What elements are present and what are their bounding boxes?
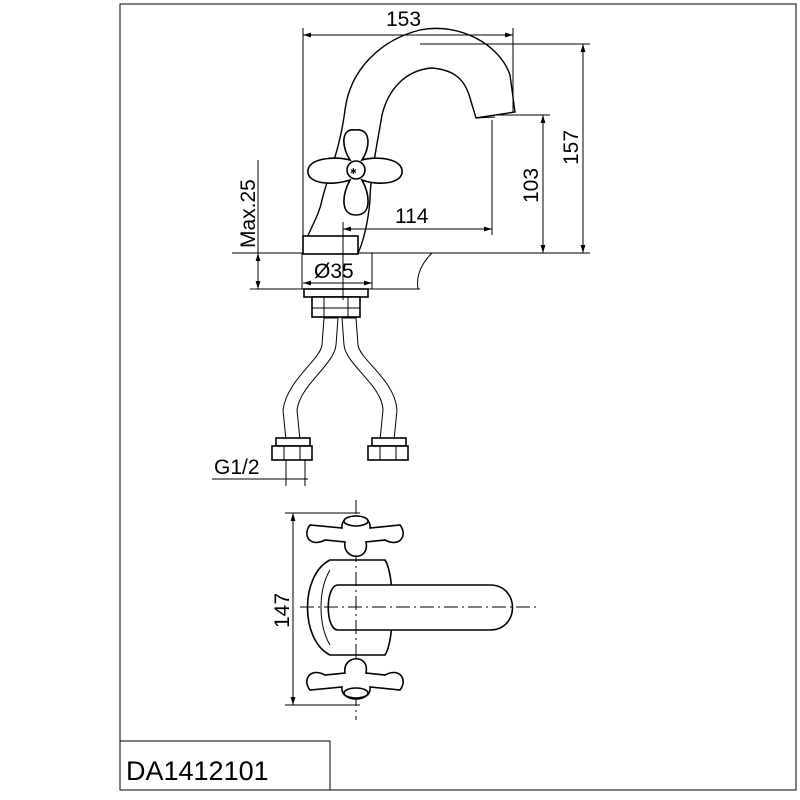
dim-spout-reach-total: 153 [386,8,421,31]
drawing-frame [119,3,797,791]
dim-spout-height: 103 [520,168,543,203]
dimension-lines [212,28,590,486]
dim-handle-span: 147 [271,593,294,628]
flexible-hoses [271,317,409,461]
dim-connection-thread: G1/2 [214,456,260,479]
handle-mark-icon: ✱ [350,167,357,176]
title-block [119,740,331,791]
deck-section [232,252,590,290]
dim-total-height: 157 [560,130,583,165]
model-code: DA1412101 [126,756,269,786]
faucet-top-view [285,500,540,720]
dim-spout-reach: 114 [395,205,429,228]
faucet-side-view: ✱ [302,27,516,255]
dim-max-deck-thickness: Max.25 [237,179,260,248]
dim-hole-diameter: Ø35 [314,260,354,283]
mounting-nut [303,288,369,318]
